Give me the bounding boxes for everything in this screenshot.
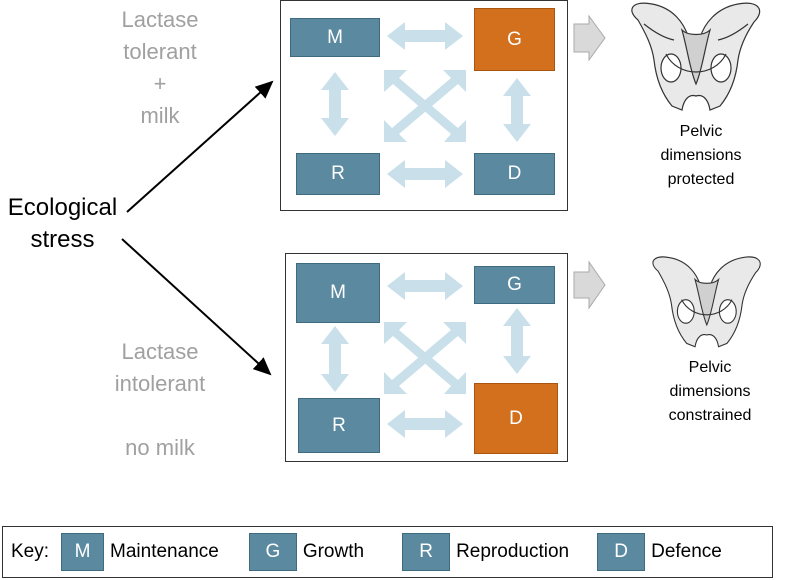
arrow-to-top-panel: [126, 80, 274, 213]
top-arrow-g-d: [503, 78, 531, 142]
pelvis-top-icon: [631, 2, 761, 111]
top-outcome-label: Pelvic dimensions protected: [636, 120, 766, 192]
top-condition-label: Lactase tolerant + milk: [95, 4, 225, 132]
key-box-maintenance: M: [61, 533, 105, 571]
top-box-maintenance: M: [290, 18, 380, 57]
key-title: Key:: [11, 541, 50, 562]
bottom-outcome-label: Pelvic dimensions constrained: [645, 356, 775, 428]
top-condition-line3: +: [153, 71, 167, 96]
bottom-box-growth: G: [474, 266, 555, 304]
bottom-condition-line1: Lactase: [121, 339, 199, 364]
stressor-line1: Ecological: [7, 194, 118, 221]
top-arrow-m-g: [387, 22, 463, 50]
top-outcome-line2: dimensions: [660, 147, 742, 164]
bottom-box-maintenance: M: [296, 263, 380, 323]
key-label-maintenance: Maintenance: [110, 541, 219, 562]
key-box-growth: G: [248, 533, 297, 571]
bottom-arrow-r-d: [387, 410, 463, 438]
ecological-stress-label: Ecological stress: [0, 192, 125, 256]
key-box-reproduction: R: [402, 533, 451, 571]
top-condition-line1: Lactase: [121, 7, 199, 32]
bottom-outcome-line3: constrained: [668, 407, 752, 424]
bottom-condition-line3: no milk: [125, 435, 195, 460]
bottom-arrow-m-g: [387, 272, 463, 300]
bottom-arrow-m-r: [321, 326, 349, 392]
top-outcome-line1: Pelvic: [679, 123, 723, 140]
key-legend: Key: M Maintenance G Growth R Reproducti…: [2, 526, 773, 578]
top-box-growth: G: [474, 8, 555, 71]
bottom-box-defence: D: [474, 383, 558, 454]
bottom-outcome-line1: Pelvic: [688, 359, 732, 376]
key-label-reproduction: Reproduction: [456, 541, 570, 562]
bottom-condition-label: Lactase intolerant no milk: [90, 336, 230, 464]
stressor-line2: stress: [30, 226, 95, 253]
arrow-to-bottom-panel: [121, 238, 272, 376]
top-arrow-cross-2: [384, 70, 466, 142]
top-arrow-m-r: [321, 72, 349, 136]
bottom-outcome-arrow: [573, 260, 606, 310]
top-outcome-line3: protected: [667, 171, 735, 188]
bottom-arrow-g-d: [503, 308, 531, 374]
top-box-defence: D: [474, 153, 555, 195]
bottom-outcome-line2: dimensions: [669, 383, 751, 400]
key-box-defence: D: [597, 533, 646, 571]
top-condition-line4: milk: [140, 103, 180, 128]
top-condition-line2: tolerant: [123, 39, 197, 64]
top-arrow-r-d: [387, 160, 463, 188]
key-label-growth: Growth: [302, 541, 365, 562]
bottom-arrow-cross-2: [384, 322, 466, 394]
bottom-condition-line2: intolerant: [114, 371, 206, 396]
key-label-defence: Defence: [651, 541, 722, 562]
top-outcome-arrow: [573, 14, 606, 62]
pelvis-bottom-icon: [652, 256, 761, 348]
top-box-reproduction: R: [296, 153, 380, 195]
bottom-box-reproduction: R: [298, 398, 380, 453]
